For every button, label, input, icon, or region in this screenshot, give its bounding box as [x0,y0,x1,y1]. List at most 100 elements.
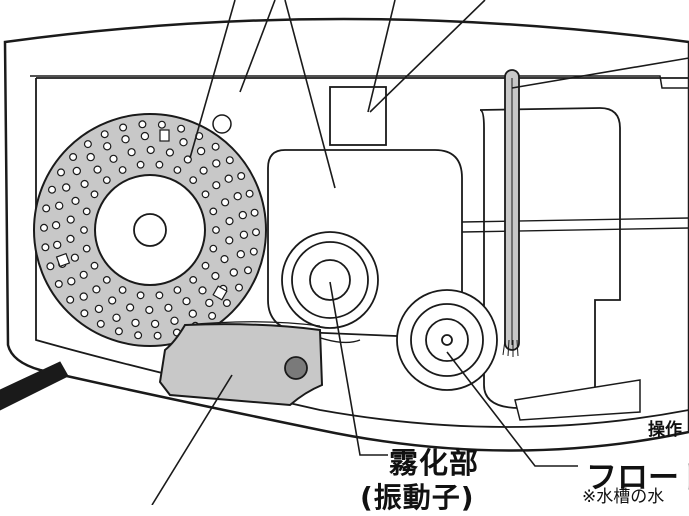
disc-hole [164,303,173,312]
disc-hole [188,309,197,318]
disc-hole [224,174,233,183]
disc-hole [153,331,162,340]
disc-hole [108,296,117,305]
disc-hole [189,176,198,185]
disc-hole [236,249,245,259]
disc-hole [72,166,82,176]
disc-hole [173,286,182,294]
disc-hole [61,183,71,192]
disc-hole [51,220,61,230]
disc-hole [138,120,147,129]
disc-hole [222,299,231,308]
humidifier-diagram [0,0,689,505]
filter-disc [33,113,267,347]
disc-hole [237,172,246,181]
disc-hole [136,160,145,169]
disc-hole [90,261,99,270]
sensor-square [329,86,387,146]
disc-hole [209,244,218,253]
disc-hole [170,316,179,325]
tank-base [514,379,641,421]
disc-hole [100,130,109,139]
disc-hole [249,247,258,256]
disc-hole [118,286,127,294]
disc-hole [238,210,247,220]
disc-hole [177,124,186,133]
disc-hole [39,223,48,232]
disc-hole [114,327,123,336]
housing-inner [35,77,689,428]
disc-hole [201,261,210,270]
disc-hole [173,166,182,174]
disc-hole [82,207,91,216]
disc-hole [93,165,102,174]
disc-hole [220,255,229,264]
disc-hole [102,276,111,284]
screw [284,356,308,380]
disc-hole [54,280,63,289]
tank-divider-2 [461,227,689,233]
disc-hole [201,190,210,199]
disc-hole [212,181,221,190]
disc-hole [102,142,112,151]
label-vibrator: (振動子) [360,481,475,514]
disc-hole [211,271,220,281]
disc-hole [145,305,154,315]
disc-hole [199,166,208,175]
disc-hole [96,319,105,328]
disc-hole [225,217,234,226]
disc-hole [86,152,95,162]
probe-bristles [502,339,519,357]
disc-hole [80,179,89,189]
disc-hole [80,226,88,234]
disc-hole [112,313,121,322]
disc-hole [79,270,88,279]
disc-hole [212,226,220,234]
disc-hole [233,191,242,201]
disc-hole [208,311,217,320]
disc-hole [244,266,253,275]
leader-lines [151,0,689,505]
disc-hole [250,208,259,217]
disc-hole [157,120,166,129]
disc-hole [92,285,101,294]
disc-hole [209,207,218,216]
disc-hole [212,159,221,168]
disc-hole [211,142,220,151]
disc-hole [131,318,140,328]
disc-hole [134,331,143,340]
disc-hole [67,277,76,286]
atomizer-rings [281,231,379,329]
disc-hole [66,295,75,304]
hole-circle [212,114,232,134]
disc-hole [182,297,191,306]
disc-hole [189,276,198,284]
disc-hole [55,201,64,210]
disc-hole [146,145,155,155]
disc-hole [205,298,214,308]
disc-hole [252,228,261,237]
disc-hole [80,309,89,318]
disc-hole [140,131,150,141]
disc-hole [42,204,51,213]
disc-hole [66,234,75,243]
disc-hole [90,190,99,199]
disc-hole [179,137,188,147]
disc-hole [66,215,75,224]
disc-hole [53,240,62,250]
disc-hole [46,262,55,271]
label-operation: 操作 [648,420,682,440]
disc-hole [69,153,78,162]
latch-clip [158,321,324,407]
label-float: フロート [586,460,689,496]
disc-hole [79,292,88,301]
disc-hole [94,304,104,314]
disc-hole [155,160,164,169]
disc-hole [196,146,206,156]
disc-hole [150,319,160,329]
disc-hole [225,236,234,245]
disc-hole [119,123,128,132]
disc-hole [155,291,164,300]
disc-hole [225,156,234,165]
disc-hole [165,148,174,157]
